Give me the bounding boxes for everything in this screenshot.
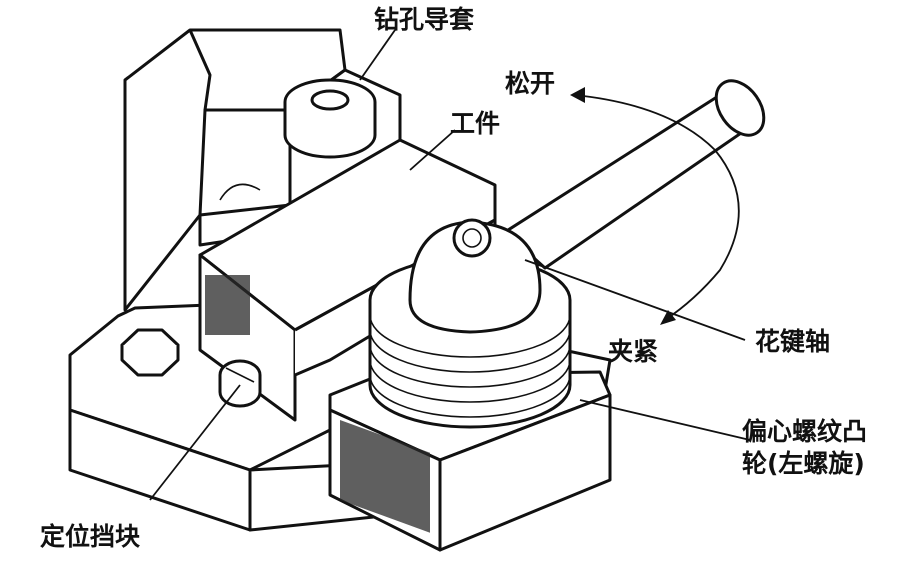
handle-lever <box>503 79 766 270</box>
hex-bolt <box>120 328 180 377</box>
label-eccentric-cam-line1: 偏心螺纹凸 <box>742 417 867 446</box>
spline-shaft-dome <box>408 218 542 334</box>
label-clamp: 夹紧 <box>608 337 658 366</box>
label-workpiece: 工件 <box>450 109 500 138</box>
leader-lines <box>149 29 751 501</box>
arrow-loosen-head <box>570 87 585 103</box>
label-loosen: 松开 <box>505 69 555 98</box>
arrow-clamp-head <box>660 310 676 325</box>
label-eccentric-cam-line2: 轮(左螺旋) <box>742 449 865 478</box>
label-locating-stop: 定位挡块 <box>40 522 140 551</box>
rotation-arrow <box>570 87 740 325</box>
label-spline-shaft: 花键轴 <box>755 327 830 356</box>
locating-stop-screw <box>218 359 262 408</box>
label-drill-bushing: 钻孔导套 <box>374 5 475 34</box>
